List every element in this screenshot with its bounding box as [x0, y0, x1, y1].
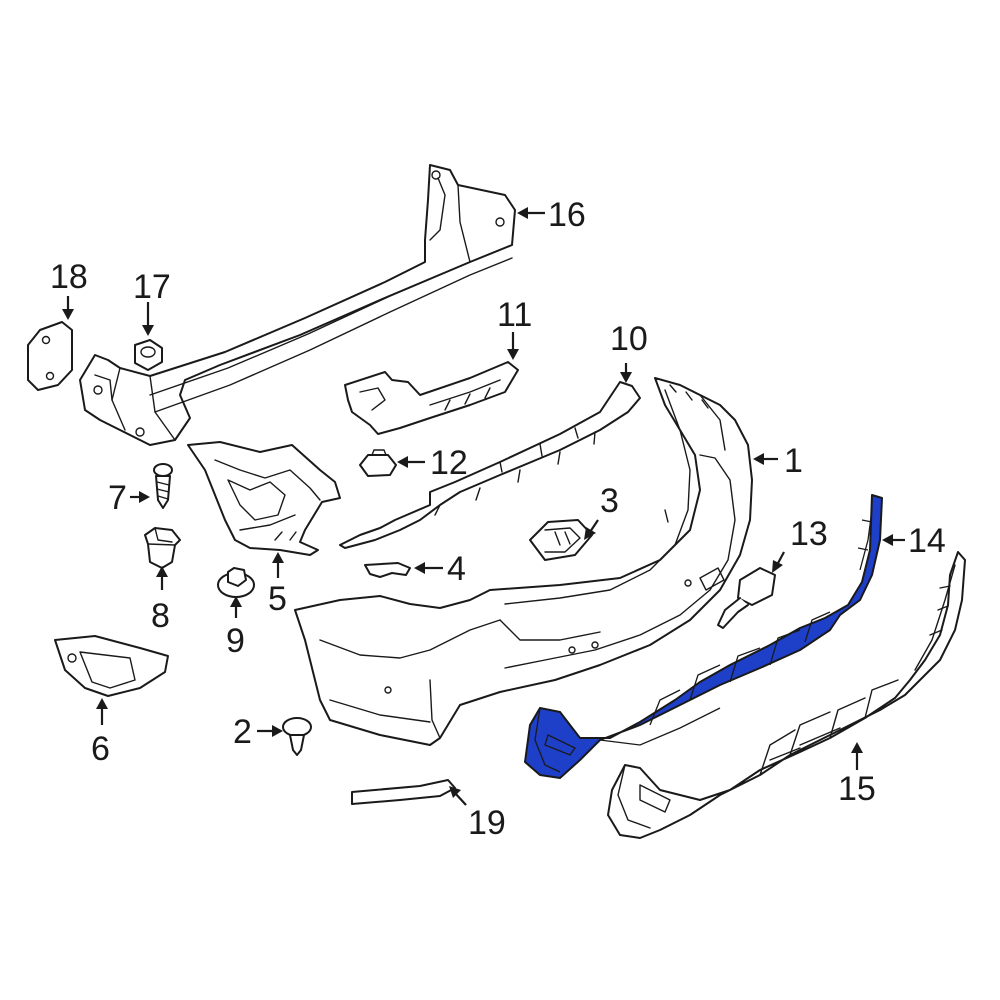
part-9-nut — [217, 567, 255, 598]
callout-10: 10 — [610, 320, 648, 358]
callout-4: 4 — [447, 550, 466, 588]
callout-19: 19 — [468, 804, 506, 842]
callout-5: 5 — [268, 580, 287, 618]
part-8-clip — [144, 527, 181, 569]
part-16-reinforcement-bar — [79, 164, 516, 446]
part-2-push-clip — [282, 717, 312, 756]
callout-6: 6 — [91, 730, 110, 768]
callout-17: 17 — [133, 268, 171, 306]
part-11-bracket — [344, 361, 519, 435]
callout-16: 16 — [548, 196, 586, 234]
callout-1: 1 — [784, 442, 803, 480]
part-6-reflector-housing — [54, 635, 169, 697]
part-17-nut — [134, 339, 163, 371]
part-1-bumper-cover — [294, 377, 753, 746]
part-12-clip-nut — [359, 449, 397, 477]
part-7-screw — [153, 463, 173, 509]
part-5-side-bracket — [187, 441, 341, 556]
callout-3: 3 — [600, 482, 619, 520]
callout-15: 15 — [838, 770, 876, 808]
part-3-bracket-block — [529, 519, 593, 561]
callout-13: 13 — [790, 515, 828, 553]
callout-8: 8 — [151, 597, 170, 635]
callouts: 16 18 17 11 10 1 12 7 3 — [50, 196, 946, 842]
callout-2: 2 — [233, 713, 252, 751]
part-10-guide-strip — [339, 381, 641, 549]
callout-11: 11 — [497, 296, 532, 334]
callout-14: 14 — [908, 522, 946, 560]
callout-12: 12 — [430, 444, 468, 482]
callout-18: 18 — [50, 258, 88, 296]
part-4-clip-strip — [364, 562, 411, 578]
part-14-highlighted-diffuser — [524, 494, 883, 779]
part-18-plate — [27, 321, 73, 391]
part-19-trim-strip — [351, 779, 456, 805]
callout-9: 9 — [226, 622, 245, 660]
part-13-sensor — [717, 567, 776, 629]
part-15-diffuser — [607, 551, 966, 839]
callout-7: 7 — [108, 479, 127, 517]
